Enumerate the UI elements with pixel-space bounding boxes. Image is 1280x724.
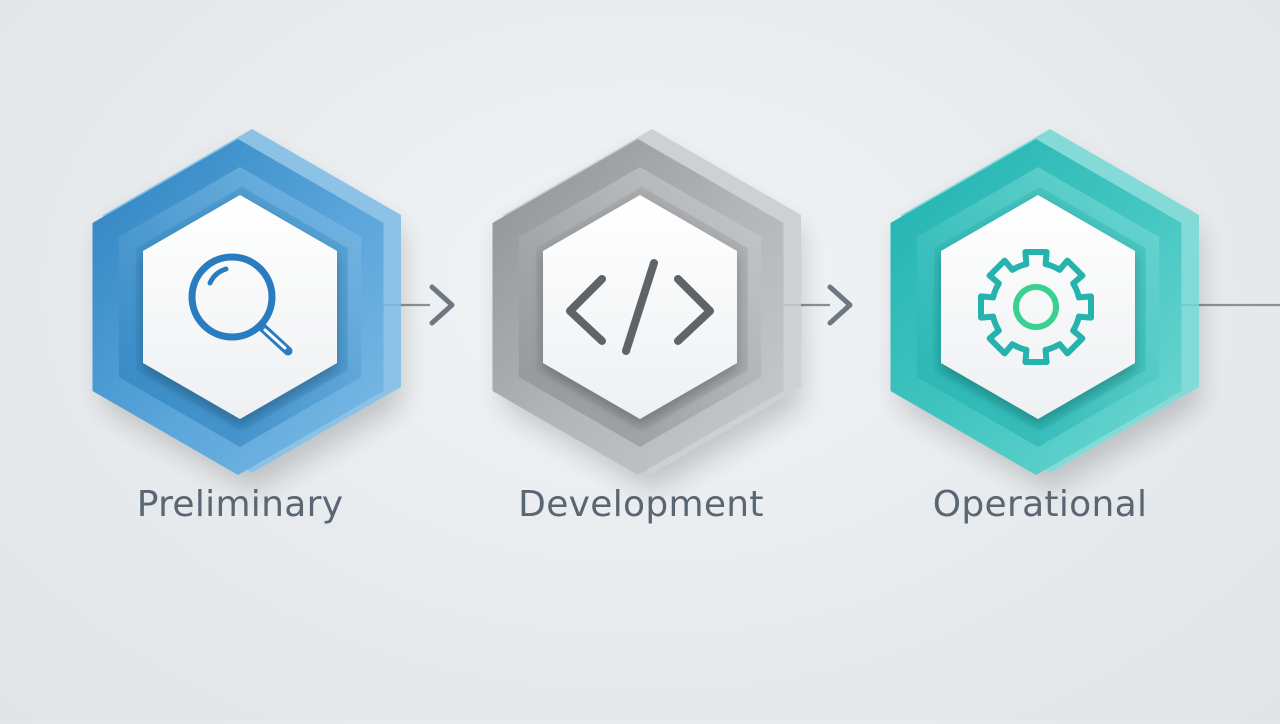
arrow-right-icon <box>827 284 853 326</box>
stage-label-preliminary: Preliminary <box>136 484 344 525</box>
stage-label-development: Development <box>518 484 764 525</box>
gear-icon <box>978 249 1094 365</box>
stage-node-operational <box>890 129 1199 475</box>
stage-node-preliminary <box>92 129 401 475</box>
stage-label-operational: Operational <box>932 484 1148 525</box>
code-icon <box>566 259 714 355</box>
magnifier-icon <box>188 253 293 356</box>
arrow-right-icon <box>429 284 455 326</box>
stage-node-development <box>492 129 801 475</box>
hexagon-face <box>941 195 1135 419</box>
hexagon-face <box>143 195 337 419</box>
